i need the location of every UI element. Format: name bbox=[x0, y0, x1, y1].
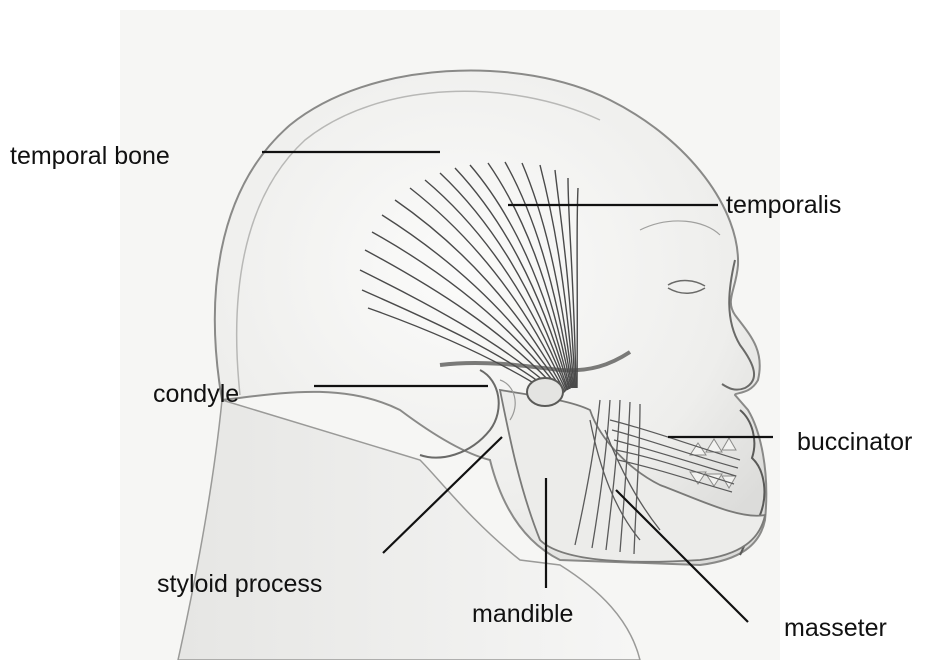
label-buccinator: buccinator bbox=[797, 430, 912, 455]
condyle-knob bbox=[527, 378, 563, 406]
label-styloid-process: styloid process bbox=[157, 572, 322, 597]
label-condyle: condyle bbox=[153, 382, 239, 407]
label-masseter: masseter bbox=[784, 616, 887, 641]
label-temporal-bone: temporal bone bbox=[10, 144, 170, 169]
label-mandible: mandible bbox=[472, 602, 573, 627]
label-temporalis: temporalis bbox=[726, 193, 841, 218]
